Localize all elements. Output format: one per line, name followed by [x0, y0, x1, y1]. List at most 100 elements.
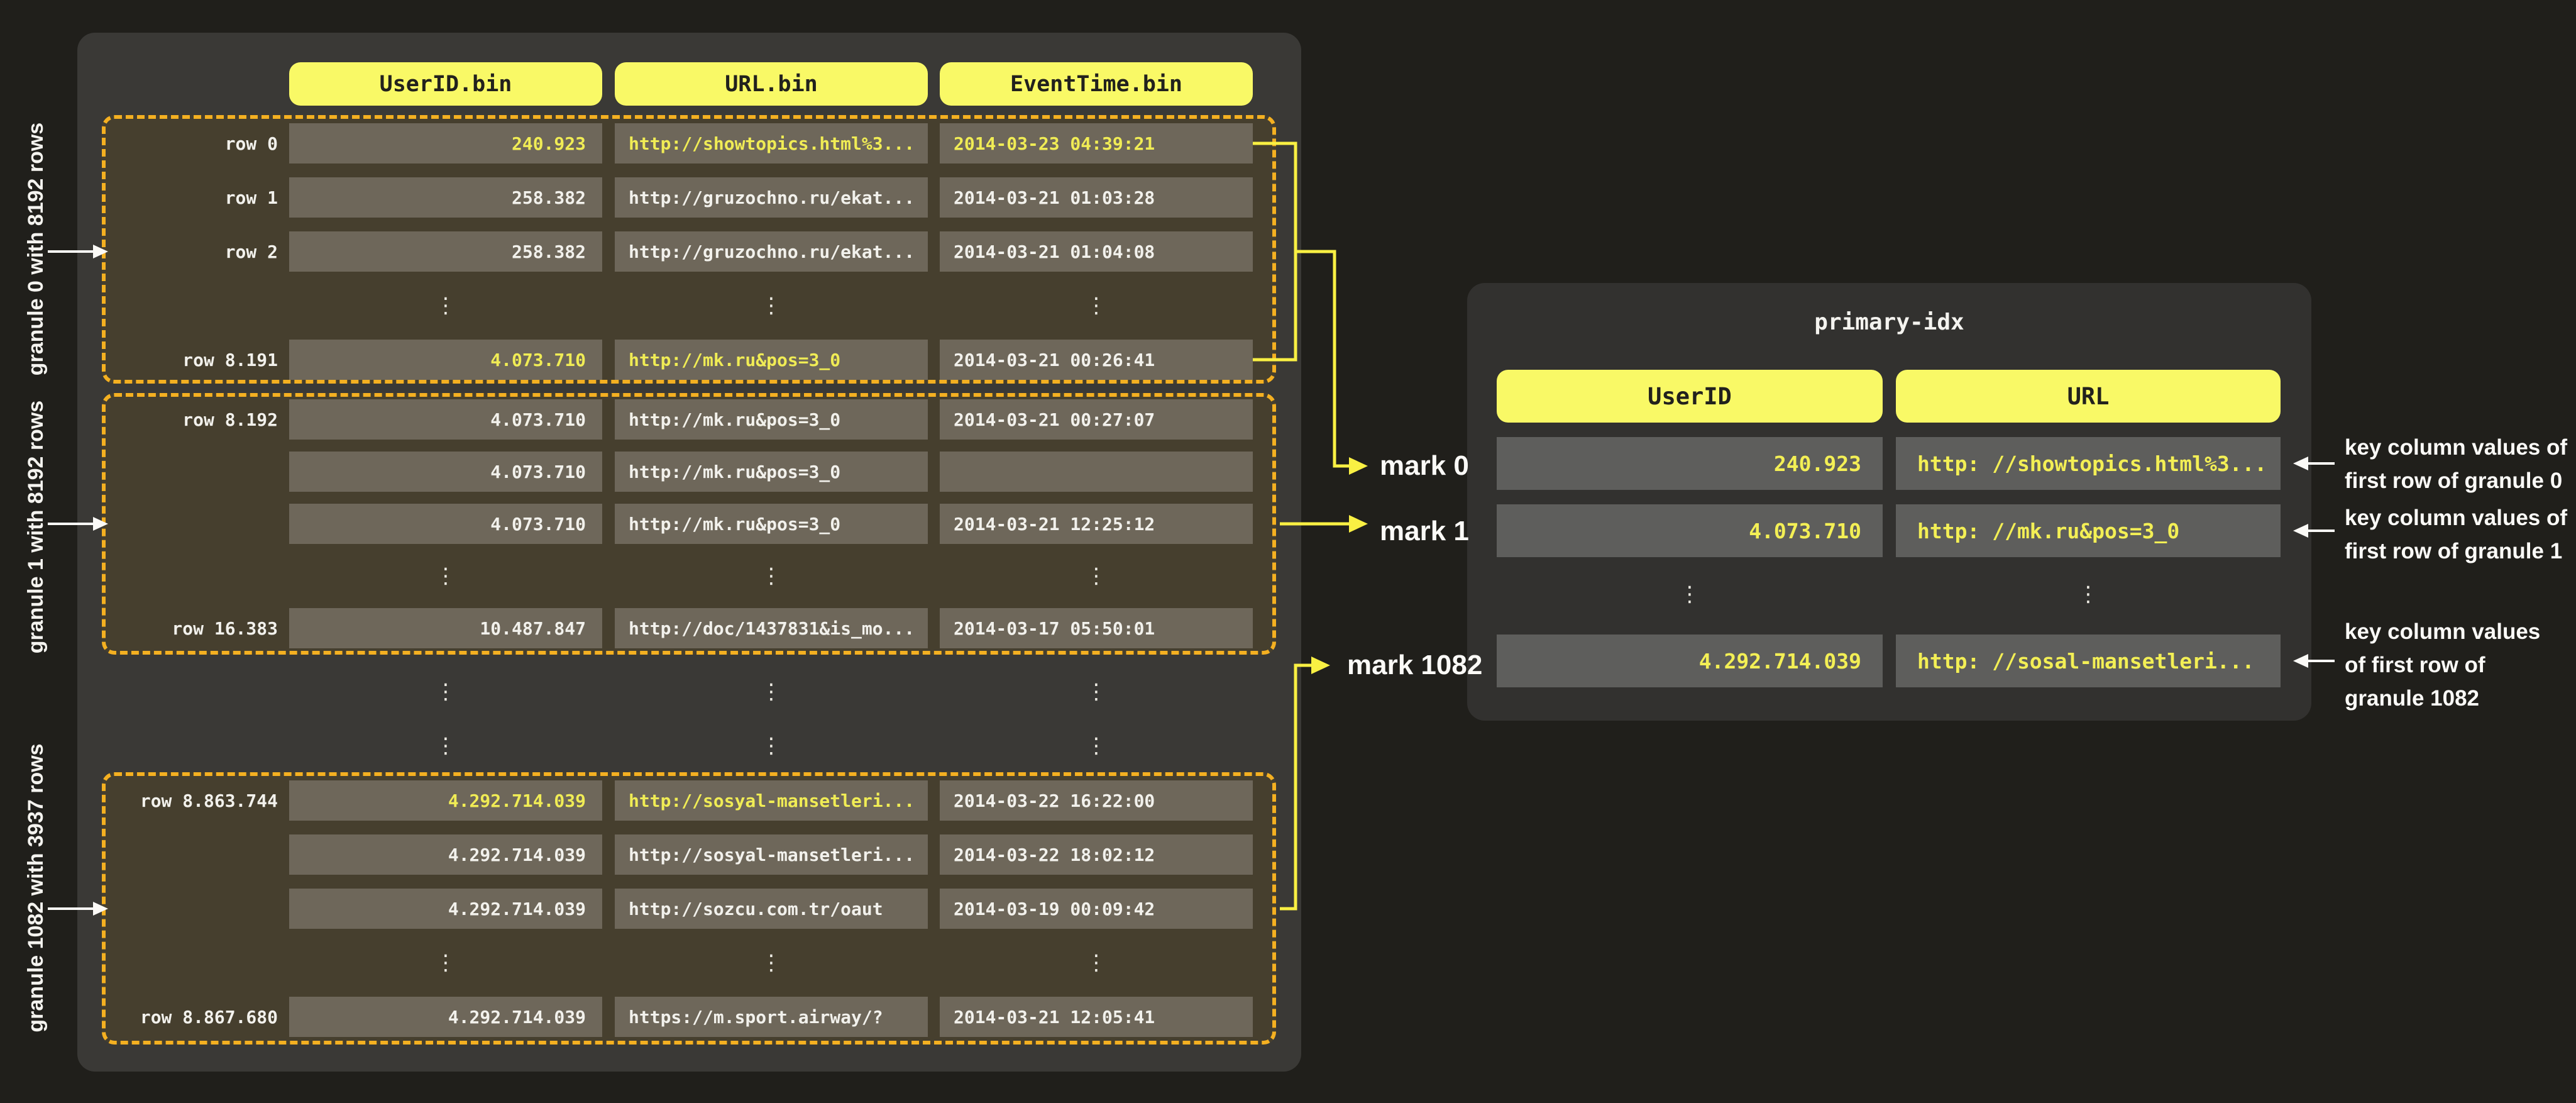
- table-row: row 8.192 4.073.710 http://mk.ru&pos=3_0…: [106, 399, 1272, 440]
- row-label: row 8.192: [182, 409, 278, 430]
- ellipsis: ⋮: [761, 293, 782, 318]
- header-pill-userid: UserID: [1497, 370, 1883, 423]
- eventtime-cell: 2014-03-22 16:22:00: [940, 780, 1253, 821]
- primary-index-title: primary-idx: [1814, 309, 1964, 335]
- eventtime-cell: 2014-03-21 01:04:08: [940, 231, 1253, 272]
- table-row: row 0 240.923 http://showtopics.html%3..…: [106, 123, 1272, 164]
- eventtime-cell: 2014-03-21 12:05:41: [940, 997, 1253, 1037]
- userid-cell: 4.073.710: [289, 452, 602, 492]
- eventtime-cell: 2014-03-19 00:09:42: [940, 889, 1253, 929]
- primary-index-panel: primary-idx UserID URL 240.923 http: //s…: [1467, 283, 2311, 721]
- ellipsis: ⋮: [1086, 293, 1107, 318]
- header-pill-eventtime-bin: EventTime.bin: [940, 62, 1253, 106]
- userid-cell: 4.073.710: [1497, 504, 1883, 557]
- userid-cell: 4.073.710: [289, 504, 602, 544]
- ellipsis: ⋮: [435, 293, 456, 318]
- header-pill-userid-bin: UserID.bin: [289, 62, 602, 106]
- annotation-granule-1082: key column values of first row of granul…: [2345, 615, 2576, 715]
- ellipsis: ⋮: [435, 679, 456, 704]
- url-cell: http://showtopics.html%3...: [615, 123, 928, 164]
- url-cell: http: //mk.ru&pos=3_0: [1896, 504, 2281, 557]
- userid-cell: 258.382: [289, 231, 602, 272]
- userid-cell: 4.292.714.039: [289, 889, 602, 929]
- ellipsis: ⋮: [1086, 679, 1107, 704]
- eventtime-cell: 2014-03-23 04:39:21: [940, 123, 1253, 164]
- annotation-line: first row of granule 0: [2345, 468, 2563, 493]
- table-row: row 1 258.382 http://gruzochno.ru/ekat..…: [106, 177, 1272, 218]
- url-cell: http: //showtopics.html%3...: [1896, 437, 2281, 490]
- annotation-line: first row of granule 1: [2345, 539, 2563, 563]
- eventtime-cell: 2014-03-21 00:26:41: [940, 340, 1253, 380]
- url-cell: http://sosyal-mansetleri...: [615, 834, 928, 875]
- granule-0-box: row 0 240.923 http://showtopics.html%3..…: [102, 115, 1276, 384]
- annotation-line: key column values: [2345, 619, 2541, 644]
- url-cell: http://sosyal-mansetleri...: [615, 780, 928, 821]
- table-row: 4.292.714.039 http://sozcu.com.tr/oaut 2…: [106, 889, 1272, 929]
- userid-cell: 258.382: [289, 177, 602, 218]
- userid-cell: 4.073.710: [289, 340, 602, 380]
- annotation-line: key column values of: [2345, 506, 2568, 530]
- ellipsis: ⋮: [2078, 582, 2099, 607]
- header-pill-url-bin: URL.bin: [615, 62, 928, 106]
- url-cell: http://gruzochno.ru/ekat...: [615, 231, 928, 272]
- ellipsis: ⋮: [1679, 582, 1700, 607]
- row-label: row 1: [224, 187, 278, 208]
- url-cell: http://gruzochno.ru/ekat...: [615, 177, 928, 218]
- table-row: 4.073.710 http://mk.ru&pos=3_0: [106, 452, 1272, 492]
- mark-1082-label: mark 1082: [1347, 650, 1483, 680]
- row-label: row 16.383: [172, 618, 278, 639]
- mark-1-arrowhead-icon: [1349, 515, 1368, 533]
- granule-1082-box: row 8.863.744 4.292.714.039 http://sosya…: [102, 772, 1276, 1045]
- row-label: row 8.863.744: [140, 790, 278, 811]
- row-label: [106, 504, 278, 544]
- eventtime-cell: 2014-03-21 00:27:07: [940, 399, 1253, 440]
- annotation-line: key column values of: [2345, 435, 2568, 460]
- ellipsis: ⋮: [1086, 563, 1107, 589]
- table-row: row 8.191 4.073.710 http://mk.ru&pos=3_0…: [106, 340, 1272, 380]
- row-label: [106, 452, 278, 492]
- header-pill-url: URL: [1896, 370, 2281, 423]
- table-row: row 8.867.680 4.292.714.039 https://m.sp…: [106, 997, 1272, 1037]
- table-row: 4.292.714.039 http://sosyal-mansetleri..…: [106, 834, 1272, 875]
- granule-1-box: row 8.192 4.073.710 http://mk.ru&pos=3_0…: [102, 393, 1276, 655]
- table-row: row 2 258.382 http://gruzochno.ru/ekat..…: [106, 231, 1272, 272]
- userid-cell: 4.292.714.039: [289, 834, 602, 875]
- mark-0-label: mark 0: [1380, 450, 1469, 481]
- mark-1-label: mark 1: [1380, 516, 1469, 546]
- userid-cell: 4.292.714.039: [1497, 635, 1883, 687]
- table-row: row 16.383 10.487.847 http://doc/1437831…: [106, 608, 1272, 648]
- userid-cell: 240.923: [289, 123, 602, 164]
- userid-cell: 4.292.714.039: [289, 997, 602, 1037]
- table-row: row 8.863.744 4.292.714.039 http://sosya…: [106, 780, 1272, 821]
- granule-0-side-label: granule 0 with 8192 rows: [23, 122, 48, 376]
- granule-1082-side-label: granule 1082 with 3937 rows: [23, 743, 48, 1033]
- row-label: row 8.867.680: [140, 1006, 278, 1028]
- url-cell: http://sozcu.com.tr/oaut: [615, 889, 928, 929]
- url-cell: http://mk.ru&pos=3_0: [615, 452, 928, 492]
- eventtime-cell: [940, 452, 1253, 492]
- ellipsis: ⋮: [761, 563, 782, 589]
- url-cell: http://mk.ru&pos=3_0: [615, 504, 928, 544]
- row-label: row 0: [224, 133, 278, 154]
- url-cell: http://mk.ru&pos=3_0: [615, 399, 928, 440]
- row-label: [106, 889, 278, 929]
- annotation-line: of first row of: [2345, 653, 2485, 677]
- eventtime-cell: 2014-03-22 18:02:12: [940, 834, 1253, 875]
- url-cell: http://mk.ru&pos=3_0: [615, 340, 928, 380]
- annotation-line: granule 1082: [2345, 686, 2479, 711]
- mark-0-connector-line: [1296, 250, 1349, 468]
- mark-0-arrowhead-icon: [1349, 457, 1368, 475]
- annotation-granule-0: key column values of first row of granul…: [2345, 431, 2576, 497]
- ellipsis: ⋮: [435, 733, 456, 758]
- ellipsis: ⋮: [435, 950, 456, 975]
- annotation-granule-1: key column values of first row of granul…: [2345, 501, 2576, 568]
- userid-cell: 240.923: [1497, 437, 1883, 490]
- granule-1-side-label: granule 1 with 8192 rows: [23, 400, 48, 654]
- row-label: row 8.191: [182, 349, 278, 370]
- row-label: row 2: [224, 241, 278, 262]
- url-cell: https://m.sport.airway/?: [615, 997, 928, 1037]
- ellipsis: ⋮: [761, 733, 782, 758]
- eventtime-cell: 2014-03-21 01:03:28: [940, 177, 1253, 218]
- ellipsis: ⋮: [1086, 950, 1107, 975]
- url-cell: http://doc/1437831&is_mo...: [615, 608, 928, 648]
